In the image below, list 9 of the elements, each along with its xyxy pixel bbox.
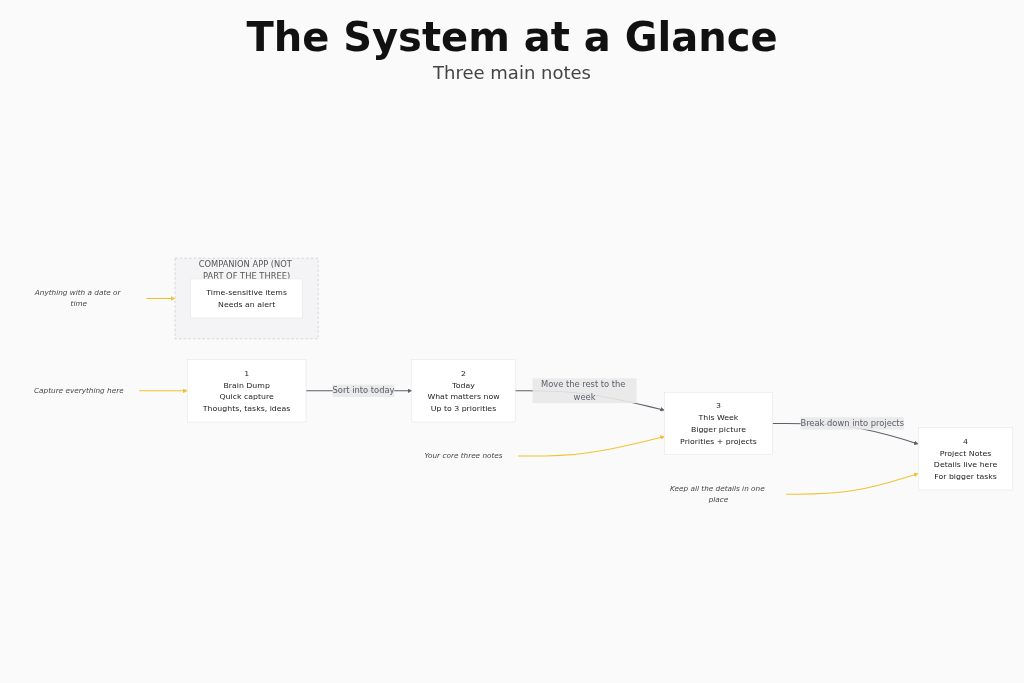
title: The System at a Glance xyxy=(246,14,778,60)
arrow xyxy=(138,388,188,394)
arrow xyxy=(517,435,665,458)
arrow xyxy=(785,473,919,496)
arrow xyxy=(145,296,176,302)
edge-label: Sort into today xyxy=(332,386,395,396)
edge-label: Move the rest to the week xyxy=(540,379,626,403)
edge-label: Break down into projects xyxy=(800,418,904,429)
subtitle: Three main notes xyxy=(433,62,591,83)
